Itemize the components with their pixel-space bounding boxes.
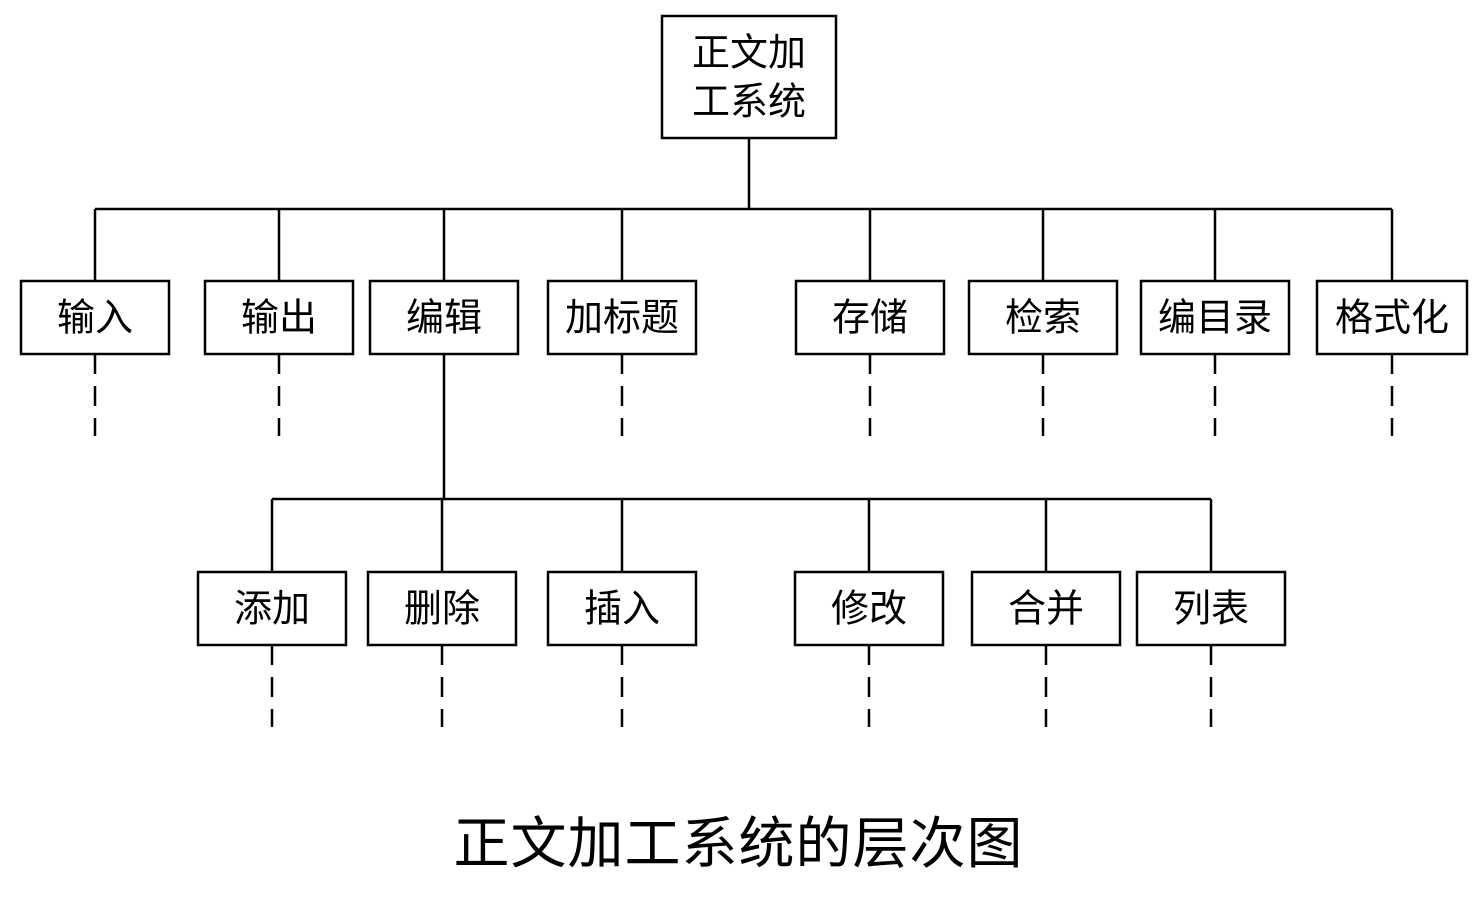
node-search-frame [967,279,1119,356]
node-add-title-label: 加标题 [565,296,679,340]
connectors [93,138,1394,727]
root-node-label-1: 正文加 [692,31,806,75]
node-modify-frame [793,570,945,647]
node-add-frame [196,570,348,647]
node-add-title: 加标题 [546,279,698,356]
node-store-label: 存储 [832,296,908,340]
node-delete-label: 删除 [404,587,480,631]
node-modify: 修改 [793,570,945,647]
node-format-label: 格式化 [1335,296,1449,340]
node-edit-frame [368,279,520,356]
node-output-frame [203,279,355,356]
node-edit-label: 编辑 [406,296,482,340]
node-edit: 编辑 [368,279,520,356]
node-search: 检索 [967,279,1119,356]
node-format-frame [1315,279,1469,356]
root-node-frame [660,14,838,140]
node-catalog: 编目录 [1139,279,1291,356]
node-add-title-frame [546,279,698,356]
node-output-label: 输出 [241,296,317,340]
node-insert-label: 插入 [584,587,660,631]
node-add-label: 添加 [234,587,310,631]
node-insert-frame [546,570,698,647]
node-search-label: 检索 [1005,296,1081,340]
node-input: 输入 [19,279,171,356]
node-insert: 插入 [546,570,698,647]
node-merge-frame [970,570,1122,647]
node-input-frame [19,279,171,356]
node-store-frame [794,279,946,356]
node-catalog-label: 编目录 [1158,296,1272,340]
node-list-frame [1135,570,1287,647]
root-node: 正文加工系统 [660,14,838,140]
node-list-label: 列表 [1173,587,1249,631]
node-list: 列表 [1135,570,1287,647]
node-catalog-frame [1139,279,1291,356]
node-format: 格式化 [1315,279,1469,356]
node-store: 存储 [794,279,946,356]
node-input-label: 输入 [57,296,133,340]
node-output: 输出 [203,279,355,356]
node-merge: 合并 [970,570,1122,647]
node-delete-frame [366,570,518,647]
root-node-label-2: 工系统 [692,79,806,123]
diagram-caption: 正文加工系统的层次图 [453,812,1024,877]
node-delete: 删除 [366,570,518,647]
node-merge-label: 合并 [1008,587,1084,631]
node-add: 添加 [196,570,348,647]
node-modify-label: 修改 [831,587,907,631]
